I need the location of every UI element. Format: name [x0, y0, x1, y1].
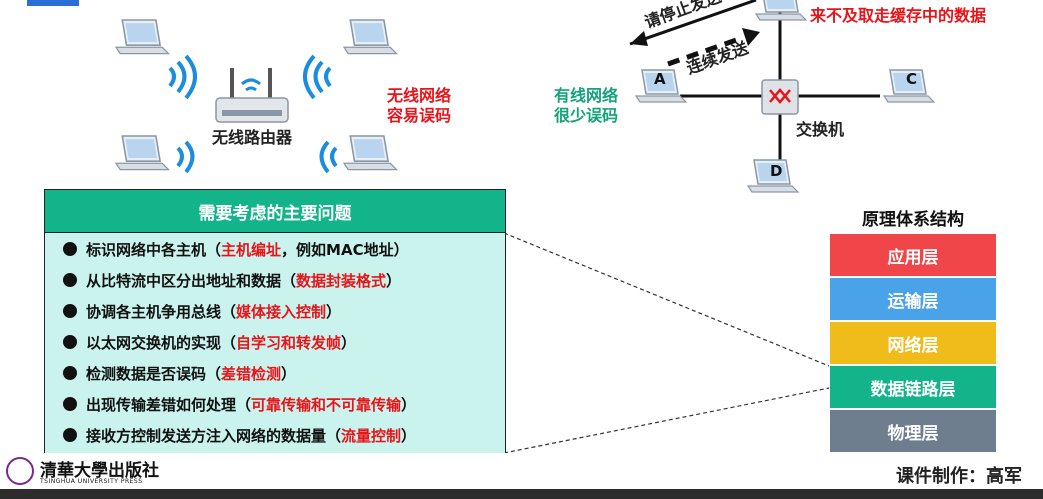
- layer-transport: 运输层: [829, 277, 997, 321]
- switch-label: 交换机: [796, 120, 845, 139]
- router-label: 无线路由器: [212, 128, 293, 147]
- publisher-seal-icon: [6, 457, 34, 485]
- host-d-label: D: [770, 162, 783, 180]
- footer-strip: [0, 489, 1043, 499]
- layer-data-link: 数据链路层: [829, 365, 997, 409]
- bullet-icon: [63, 397, 77, 411]
- bullet-icon: [63, 304, 77, 318]
- list-item: 标识网络中各主机（主机编址，例如MAC地址）: [63, 239, 409, 260]
- bullet-icon: [63, 242, 77, 256]
- wireless-error-note-2: 容易误码: [387, 106, 452, 125]
- top-tab: [27, 0, 79, 6]
- publisher-name: 清華大學出版社: [40, 461, 159, 481]
- stop-arrow: [629, 0, 757, 46]
- layer-application: 应用层: [829, 233, 997, 277]
- wired-error-note-1: 有线网络: [554, 86, 619, 105]
- wireless-error-note-1: 无线网络: [387, 86, 452, 105]
- wifi-signal-icon: [168, 54, 338, 174]
- router-icon: [215, 68, 289, 123]
- laptop-icon: [343, 135, 398, 171]
- list-item: 检测数据是否误码（差错检测）: [63, 363, 296, 384]
- list-item: 接收方控制发送方注入网络的数据量（流量控制）: [63, 425, 416, 446]
- list-item: 出现传输差错如何处理（可靠传输和不可靠传输）: [63, 394, 416, 415]
- bullet-icon: [63, 273, 77, 287]
- laptop-icon: [343, 19, 398, 55]
- list-item: 协调各主机争用总线（媒体接入控制）: [63, 301, 341, 322]
- issues-panel: 需要考虑的主要问题 标识网络中各主机（主机编址，例如MAC地址） 从比特流中区分…: [44, 189, 506, 455]
- course-credit: 课件制作：高军: [896, 466, 1022, 487]
- host-c-label: C: [906, 70, 918, 88]
- list-item: 从比特流中区分出地址和数据（数据封装格式）: [63, 270, 401, 291]
- layer-physical: 物理层: [829, 409, 997, 453]
- switch-icon: [761, 79, 799, 115]
- laptop-icon: [115, 135, 170, 171]
- list-item: 以太网交换机的实现（自学习和转发帧）: [63, 332, 356, 353]
- wired-error-note-2: 很少误码: [554, 106, 619, 125]
- continue-arrow: [667, 28, 760, 67]
- laptop-icon: [115, 19, 170, 55]
- layers-title: 原理体系结构: [862, 210, 964, 230]
- host-a-label: A: [654, 70, 666, 88]
- publisher-name-en: TSINGHUA UNIVERSITY PRESS: [40, 478, 143, 485]
- bullet-icon: [63, 366, 77, 380]
- bullet-icon: [63, 335, 77, 349]
- cache-note: 来不及取走缓存中的数据: [810, 6, 987, 25]
- layer-network: 网络层: [829, 321, 997, 365]
- laptop-icon: [755, 0, 807, 21]
- bullet-icon: [63, 428, 77, 442]
- issues-title: 需要考虑的主要问题: [45, 190, 505, 233]
